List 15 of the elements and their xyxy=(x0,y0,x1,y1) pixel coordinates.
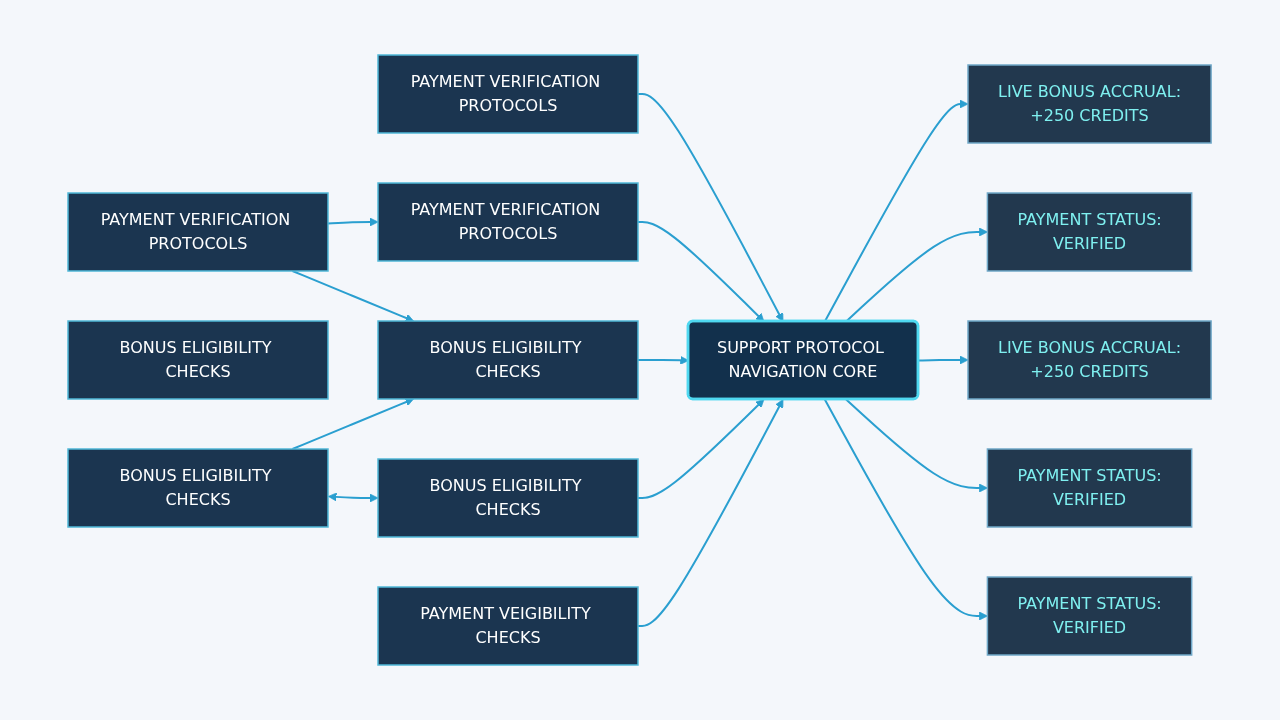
arrow xyxy=(291,270,415,323)
node-box: PAYMENT STATUS: VERIFIED xyxy=(987,448,1193,528)
node-box: LIVE BONUS ACCRUAL: +250 CREDITS xyxy=(967,64,1213,144)
node-box: PAYMENT VERIFICATION PROTOCOLS xyxy=(67,192,330,272)
node-box: LIVE BONUS ACCRUAL: +250 CREDITS xyxy=(967,320,1213,400)
node-box: PAYMENT STATUS: VERIFIED xyxy=(987,576,1193,656)
node-box: BONUS ELIGIBILITY CHECKS xyxy=(67,448,330,528)
node-box: BONUS ELIGIBILITY CHECKS xyxy=(67,320,330,400)
node-box: PAYMENT VEIGIBILITY CHECKS xyxy=(377,586,640,666)
node-box: PAYMENT VERIFICATION PROTOCOLS xyxy=(377,54,640,134)
node-box: BONUS ELIGIBILITY CHECKS xyxy=(377,320,640,400)
node-box: PAYMENT VERIFICATION PROTOCOLS xyxy=(377,182,640,262)
node-box: BONUS ELIGIBILITY CHECKS xyxy=(377,458,640,538)
node-box: PAYMENT STATUS: VERIFIED xyxy=(987,192,1193,272)
arrow xyxy=(328,492,379,503)
